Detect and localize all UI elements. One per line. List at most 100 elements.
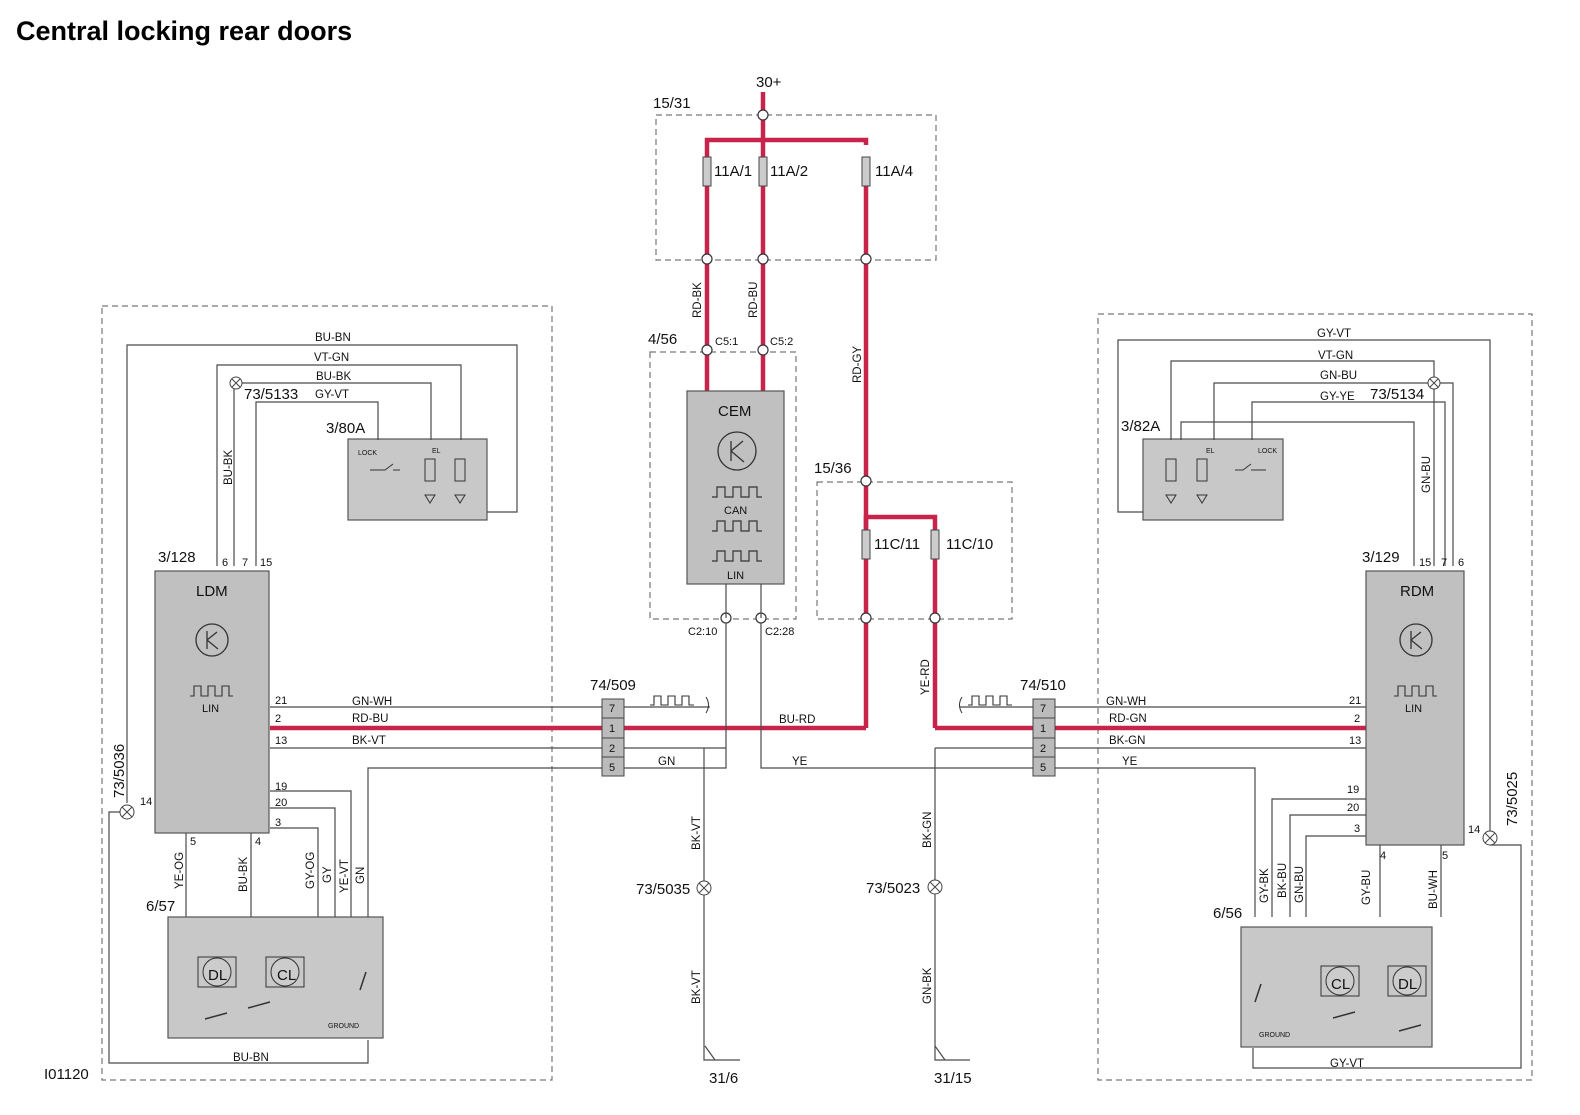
splice-73-5035 xyxy=(696,880,712,896)
left-switch-3-80a xyxy=(347,438,488,521)
wire-ye-vt: YE-VT xyxy=(339,859,351,893)
wire-bu-rd: BU-RD xyxy=(779,714,815,726)
splice-73-5134 xyxy=(1427,376,1441,390)
cem-name: CEM xyxy=(718,403,751,420)
fuse-box-mid-frame xyxy=(816,481,1013,620)
cr-pin5: 5 xyxy=(1040,762,1046,774)
cr-pin1: 1 xyxy=(1040,723,1046,735)
rdm-pin-13: 13 xyxy=(1349,735,1361,747)
wire-gy-bk: GY-BK xyxy=(1259,868,1271,903)
wire-bu-bk-top: BU-BK xyxy=(316,371,351,383)
fuse-box-top-frame xyxy=(655,114,937,261)
ldm-lin: LIN xyxy=(202,703,219,715)
fuse-11c11 xyxy=(861,529,871,560)
right-motor-dl: DL xyxy=(1398,976,1417,993)
cem-c228: C2:28 xyxy=(765,626,794,638)
wire-gn: GN xyxy=(658,756,675,768)
rdm-pin-4: 4 xyxy=(1380,850,1386,862)
rdm-pin-2: 2 xyxy=(1354,713,1360,725)
wire-ye-right: YE xyxy=(1122,756,1138,768)
fuse-box-mid-label: 15/36 xyxy=(814,460,852,477)
fuse-11a4-label: 11A/4 xyxy=(875,163,913,180)
wire-gy-vt-left: GY-VT xyxy=(315,389,349,401)
ldm-pin-6: 6 xyxy=(222,557,228,569)
splice-73-5036 xyxy=(119,804,135,820)
rdm-lin: LIN xyxy=(1405,703,1422,715)
left-lock-id: 6/57 xyxy=(146,898,175,915)
cem-id: 4/56 xyxy=(648,331,677,348)
rdm-pin-20: 20 xyxy=(1347,802,1359,814)
ldm-pin-19: 19 xyxy=(275,781,287,793)
wire-vt-gn-left: VT-GN xyxy=(314,352,349,364)
ldm-name: LDM xyxy=(196,583,228,600)
rdm-pin-21: 21 xyxy=(1349,695,1361,707)
ldm-pin-14: 14 xyxy=(140,796,152,808)
svg-text:EL: EL xyxy=(432,448,441,455)
ldm-module xyxy=(154,570,270,834)
splice-73-5023 xyxy=(927,879,943,895)
cl-pin2: 2 xyxy=(609,743,615,755)
wire-ye-mid: YE xyxy=(792,756,808,768)
wire-vt-gn-right: VT-GN xyxy=(1318,350,1353,362)
connector-74-510 xyxy=(1032,698,1056,777)
left-motor-dl: DL xyxy=(208,967,227,984)
wire-gy-vt-top: GY-VT xyxy=(1317,328,1351,340)
connector-left-id: 74/509 xyxy=(590,677,636,694)
ldm-id: 3/128 xyxy=(158,549,196,566)
cl-pin1: 1 xyxy=(609,723,615,735)
left-door-frame xyxy=(101,305,553,1081)
cem-c51: C5:1 xyxy=(715,336,738,348)
ldm-pin-3: 3 xyxy=(275,817,281,829)
splice-5036-label: 73/5036 xyxy=(111,744,128,798)
ldm-pin-21: 21 xyxy=(275,695,287,707)
wire-bk-gn-upper: BK-GN xyxy=(922,812,934,848)
cr-pin7: 7 xyxy=(1040,703,1046,715)
ldm-pin-4: 4 xyxy=(255,836,261,848)
rdm-module xyxy=(1365,570,1465,846)
svg-text:EL: EL xyxy=(1206,448,1215,455)
wire-bu-wh: BU-WH xyxy=(1428,870,1440,909)
cr-pin2: 2 xyxy=(1040,743,1046,755)
wire-gy-bu: GY-BU xyxy=(1361,870,1373,905)
wire-bu-bk-lock: BU-BK xyxy=(238,857,250,892)
connector-right-id: 74/510 xyxy=(1020,677,1066,694)
ground-31-15: 31/15 xyxy=(934,1070,972,1087)
wire-bk-gn-right: BK-GN xyxy=(1109,735,1145,747)
right-lock-ground: GROUND xyxy=(1259,1032,1290,1039)
cem-c52: C5:2 xyxy=(770,336,793,348)
wire-gy-og: GY-OG xyxy=(305,852,317,889)
splice-73-5025 xyxy=(1482,830,1498,846)
wire-gn-wh-left: GN-WH xyxy=(352,696,392,708)
rdm-pin-5: 5 xyxy=(1442,850,1448,862)
splice-5025-label: 73/5025 xyxy=(1504,772,1521,826)
ldm-pin-15: 15 xyxy=(260,557,272,569)
wire-bk-bu: BK-BU xyxy=(1277,863,1289,898)
wire-rd-gn: RD-GN xyxy=(1109,713,1147,725)
supply-label: 30+ xyxy=(756,74,782,91)
wire-gn-bu-vertical: GN-BU xyxy=(1421,456,1433,493)
left-lock-ground: GROUND xyxy=(328,1023,359,1030)
wire-gy: GY xyxy=(322,866,334,883)
cem-can: CAN xyxy=(724,505,747,517)
wire-bu-bn-bottom: BU-BN xyxy=(233,1052,269,1064)
ldm-pin-13: 13 xyxy=(275,735,287,747)
wire-rd-bk: RD-BK xyxy=(692,282,704,318)
connector-74-509 xyxy=(601,698,625,777)
ldm-pin-5: 5 xyxy=(190,836,196,848)
wire-gy-ye: GY-YE xyxy=(1320,391,1355,403)
wire-gn-lock: GN xyxy=(355,867,367,884)
splice-5035-label: 73/5035 xyxy=(636,881,690,898)
fuse-11c10 xyxy=(930,529,940,560)
rdm-id: 3/129 xyxy=(1362,549,1400,566)
wire-gn-wh-right: GN-WH xyxy=(1106,696,1146,708)
wire-rd-gy: RD-GY xyxy=(852,346,864,383)
ground-31-6: 31/6 xyxy=(709,1070,738,1087)
splice-73-5133 xyxy=(229,376,243,390)
splice-5023-label: 73/5023 xyxy=(866,880,920,897)
right-lock-id: 6/56 xyxy=(1213,905,1242,922)
cem-lin: LIN xyxy=(727,570,744,582)
fuse-11a4 xyxy=(861,156,871,187)
cem-c210: C2:10 xyxy=(688,626,717,638)
wire-bu-bk-left: BU-BK xyxy=(223,450,235,485)
